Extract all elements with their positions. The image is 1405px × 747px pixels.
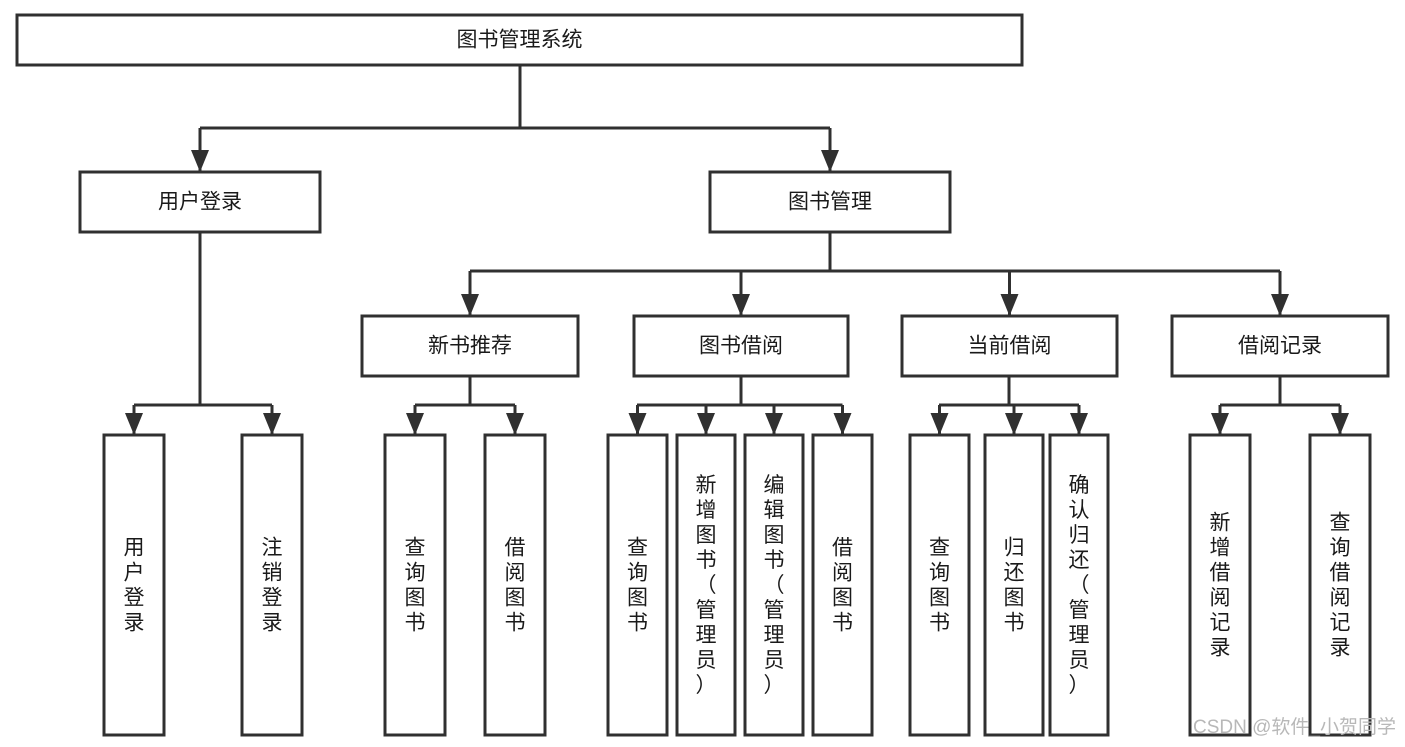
node-leaf-add-record[interactable]: 新增借阅记录 [1188, 433, 1252, 737]
arrow-head-icon [1331, 413, 1349, 435]
node-box-new-book-recommend[interactable] [360, 314, 580, 378]
node-box-leaf-query-record[interactable] [1308, 433, 1372, 737]
arrow-head-icon [1070, 413, 1088, 435]
node-leaf-query-record[interactable]: 查询借阅记录 [1308, 433, 1372, 737]
node-book-manage[interactable]: 图书管理 [708, 170, 952, 234]
node-new-book-recommend[interactable]: 新书推荐 [360, 314, 580, 378]
node-label-leaf-borrow-book-1: 借阅图书 [505, 537, 526, 635]
node-leaf-borrow-book-1[interactable]: 借阅图书 [483, 433, 547, 737]
node-current-borrow[interactable]: 当前借阅 [900, 314, 1119, 378]
node-box-leaf-edit-book[interactable] [743, 433, 805, 737]
arrow-head-icon [833, 413, 852, 435]
node-leaf-user-logout[interactable]: 注销登录 [240, 433, 304, 737]
node-label-leaf-confirm-return: 确认归还（管理员） [1069, 474, 1090, 697]
arrow-head-icon [765, 413, 783, 435]
node-label-user-login: 用户登录 [158, 191, 242, 214]
node-root[interactable]: 图书管理系统 [15, 13, 1024, 67]
arrow-head-icon [1000, 294, 1019, 316]
arrow-head-icon [1211, 413, 1229, 435]
node-box-leaf-add-book[interactable] [675, 433, 737, 737]
node-label-leaf-edit-book: 编辑图书（管理员） [764, 474, 785, 697]
node-label-leaf-query-record: 查询借阅记录 [1330, 512, 1351, 660]
node-box-leaf-user-login[interactable] [102, 433, 166, 737]
node-box-leaf-query-book-3[interactable] [908, 433, 971, 737]
arrow-head-icon [1271, 294, 1289, 316]
node-leaf-query-book-2[interactable]: 查询图书 [606, 433, 669, 737]
node-book-borrow[interactable]: 图书借阅 [632, 314, 850, 378]
arrow-head-icon [1005, 413, 1023, 435]
node-box-leaf-query-book-2[interactable] [606, 433, 669, 737]
node-leaf-user-login[interactable]: 用户登录 [102, 433, 166, 737]
node-label-leaf-user-login: 用户登录 [124, 537, 145, 635]
node-label-leaf-query-book-2: 查询图书 [627, 537, 648, 635]
arrow-head-icon [821, 150, 839, 172]
node-label-borrow-record: 借阅记录 [1238, 335, 1322, 358]
arrow-head-icon [697, 413, 715, 435]
node-leaf-return-book[interactable]: 归还图书 [983, 433, 1045, 737]
node-box-leaf-user-logout[interactable] [240, 433, 304, 737]
nodes-layer: 图书管理系统用户登录图书管理新书推荐图书借阅当前借阅借阅记录用户登录注销登录查询… [15, 13, 1390, 737]
node-box-leaf-return-book[interactable] [983, 433, 1045, 737]
connectors-layer [125, 65, 1349, 435]
node-box-user-login[interactable] [78, 170, 322, 234]
node-box-leaf-borrow-book-1[interactable] [483, 433, 547, 737]
node-box-book-manage[interactable] [708, 170, 952, 234]
node-user-login[interactable]: 用户登录 [78, 170, 322, 234]
arrow-head-icon [732, 294, 750, 316]
node-label-leaf-add-book: 新增图书（管理员） [696, 474, 717, 697]
node-label-leaf-add-record: 新增借阅记录 [1210, 512, 1231, 660]
node-label-book-manage: 图书管理 [788, 191, 872, 214]
node-label-leaf-query-book-3: 查询图书 [929, 537, 950, 635]
csdn-watermark: CSDN @软件_小贺同学 [1193, 716, 1396, 738]
arrow-head-icon [125, 413, 143, 435]
node-label-new-book-recommend: 新书推荐 [428, 335, 512, 358]
node-label-leaf-query-book-1: 查询图书 [405, 537, 426, 635]
node-box-root[interactable] [15, 13, 1024, 67]
node-label-root: 图书管理系统 [457, 29, 583, 52]
arrow-head-icon [263, 413, 281, 435]
arrow-head-icon [930, 413, 949, 435]
node-leaf-borrow-book-2[interactable]: 借阅图书 [811, 433, 874, 737]
node-leaf-edit-book[interactable]: 编辑图书（管理员） [743, 433, 805, 737]
arrow-head-icon [191, 150, 209, 172]
arrow-head-icon [461, 294, 479, 316]
node-label-current-borrow: 当前借阅 [968, 335, 1052, 358]
arrow-head-icon [506, 413, 524, 435]
node-box-borrow-record[interactable] [1170, 314, 1390, 378]
arrow-head-icon [628, 413, 647, 435]
node-box-leaf-query-book-1[interactable] [383, 433, 447, 737]
node-leaf-add-book[interactable]: 新增图书（管理员） [675, 433, 737, 737]
node-box-leaf-add-record[interactable] [1188, 433, 1252, 737]
node-box-current-borrow[interactable] [900, 314, 1119, 378]
node-box-leaf-confirm-return[interactable] [1048, 433, 1110, 737]
node-label-leaf-user-logout: 注销登录 [262, 537, 283, 635]
node-box-leaf-borrow-book-2[interactable] [811, 433, 874, 737]
node-borrow-record[interactable]: 借阅记录 [1170, 314, 1390, 378]
node-label-book-borrow: 图书借阅 [699, 335, 783, 358]
arrow-head-icon [406, 413, 424, 435]
node-label-leaf-borrow-book-2: 借阅图书 [832, 537, 853, 635]
node-box-book-borrow[interactable] [632, 314, 850, 378]
node-leaf-query-book-1[interactable]: 查询图书 [383, 433, 447, 737]
node-leaf-confirm-return[interactable]: 确认归还（管理员） [1048, 433, 1110, 737]
node-label-leaf-return-book: 归还图书 [1004, 537, 1025, 635]
node-leaf-query-book-3[interactable]: 查询图书 [908, 433, 971, 737]
